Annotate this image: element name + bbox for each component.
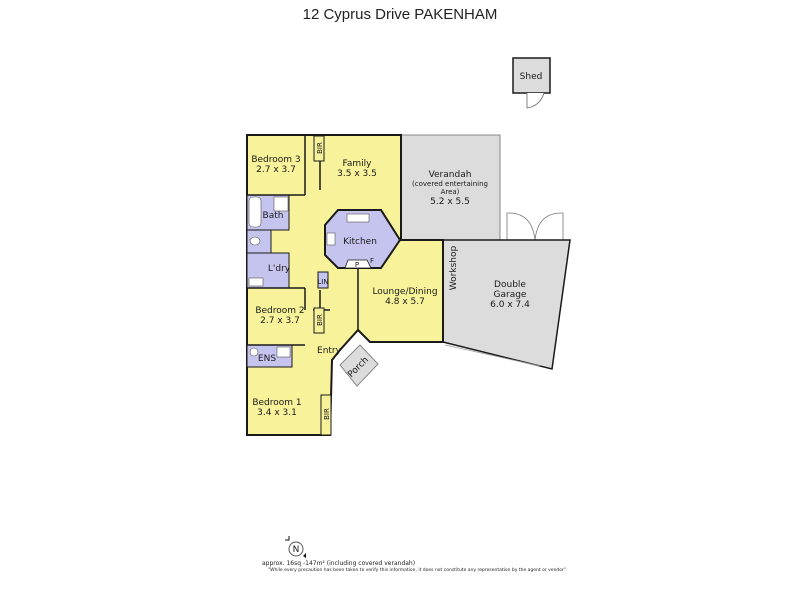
bedroom2-size: 2.7 x 3.7 (260, 316, 300, 326)
bedroom2-label: Bedroom 2 (255, 306, 304, 316)
north-compass-icon: N (285, 536, 306, 558)
svg-text:Area): Area) (441, 188, 460, 196)
area-note: approx. 16sq -147m² (including covered v… (262, 560, 416, 567)
disclaimer: "While every precaution has been taken t… (268, 568, 568, 573)
ensuite-label: ENS (258, 354, 276, 364)
house (246, 134, 444, 436)
bir-label: BIR (323, 408, 331, 420)
verandah: Verandah (covered entertaining Area) 5.2… (400, 134, 501, 241)
family-size: 3.5 x 3.5 (337, 169, 377, 179)
garage-label: Double (494, 280, 526, 290)
lounge-label: Lounge/Dining (372, 287, 437, 297)
entry-label: Entry (317, 346, 342, 356)
double-garage: Workshop Double Garage 6.0 x 7.4 (442, 239, 571, 370)
bedroom3-size: 2.7 x 3.7 (256, 165, 296, 175)
kitchen-label: Kitchen (343, 237, 377, 247)
bedroom3-label: Bedroom 3 (251, 155, 300, 165)
svg-text:N: N (293, 545, 300, 555)
verandah-size: 5.2 x 5.5 (430, 197, 470, 207)
laundry-label: L'dry (268, 264, 291, 274)
pantry-label: P (355, 261, 359, 269)
garage-size: 6.0 x 7.4 (490, 300, 530, 310)
garage-double-door (506, 212, 564, 241)
verandah-label: Verandah (429, 170, 472, 180)
lounge-size: 4.8 x 5.7 (385, 297, 425, 307)
page-title: 12 Cyprus Drive PAKENHAM (302, 6, 498, 23)
shed: Shed (512, 57, 551, 109)
bedroom1-label: Bedroom 1 (252, 398, 301, 408)
family-label: Family (343, 159, 373, 169)
fridge-label: F (370, 257, 374, 265)
bedroom1-size: 3.4 x 3.1 (257, 408, 297, 418)
bir-label: BIR (316, 142, 324, 154)
shed-label: Shed (520, 72, 543, 82)
workshop-label: Workshop (449, 246, 459, 291)
bir-label: BIR (316, 314, 324, 326)
svg-text:Garage: Garage (494, 290, 527, 300)
svg-text:(covered entertaining: (covered entertaining (412, 180, 488, 188)
bath-label: Bath (263, 211, 284, 221)
linen-label: LIN (317, 278, 328, 286)
